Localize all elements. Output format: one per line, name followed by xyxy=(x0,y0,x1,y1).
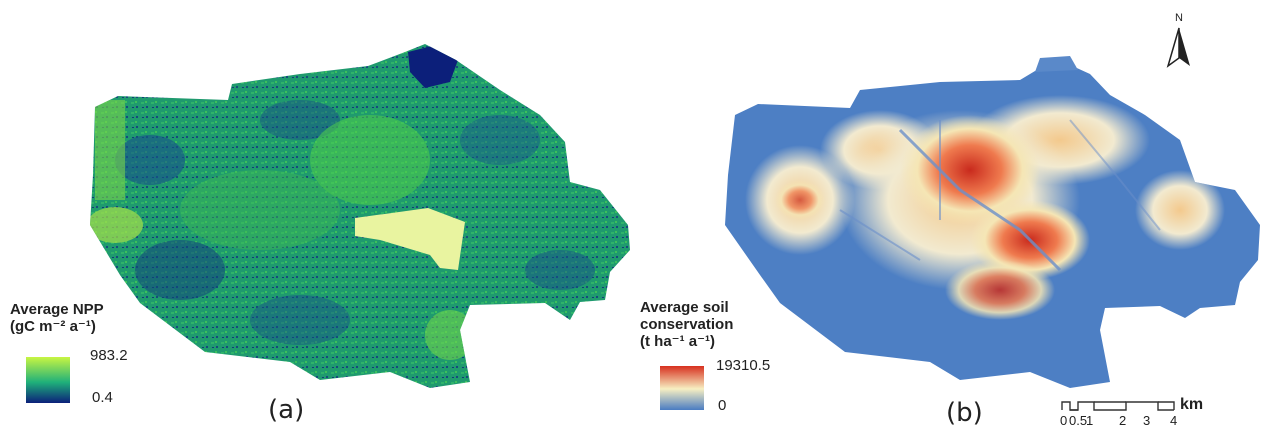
npp-legend-title-line2: (gC m⁻² a⁻¹) xyxy=(10,318,96,335)
npp-map-area xyxy=(90,44,630,388)
soil-legend-min: 0 xyxy=(718,397,727,414)
soil-legend-title-line1: Average soil xyxy=(640,299,729,316)
soil-legend-title-line2: conservation xyxy=(640,316,734,333)
npp-legend-min: 0.4 xyxy=(92,389,113,406)
panel-label-b: (b) xyxy=(946,398,983,428)
scale-bar-tick-3: 3 xyxy=(1143,413,1151,428)
scale-bar-tick-0-5: 0.5 xyxy=(1069,413,1088,428)
soil-conservation-map-area xyxy=(725,64,1260,388)
soil-conservation-map xyxy=(725,56,1260,388)
soil-legend-title: Average soil conservation (t ha⁻¹ a⁻¹) xyxy=(640,299,733,350)
npp-legend-max: 983.2 xyxy=(90,347,128,364)
scale-bar-tick-0: 0 xyxy=(1060,413,1068,428)
scale-bar-tick-2: 2 xyxy=(1119,413,1127,428)
soil-conservation-map-panel: Average soil conservation (t ha⁻¹ a⁻¹) 1… xyxy=(640,0,1270,431)
soil-legend-max: 19310.5 xyxy=(716,357,771,374)
scale-bar-tick-1: 1 xyxy=(1086,413,1094,428)
north-arrow-icon xyxy=(1166,27,1190,68)
npp-legend-title-line1: Average NPP xyxy=(10,301,104,318)
scale-bar xyxy=(1061,401,1175,411)
north-arrow-label: N xyxy=(1175,12,1183,24)
npp-legend-colorbar xyxy=(26,357,70,403)
npp-map-panel: Average NPP (gC m⁻² a⁻¹) 983.2 0.4 (a) xyxy=(10,44,630,425)
soil-legend-title-line3: (t ha⁻¹ a⁻¹) xyxy=(640,333,715,350)
npp-map xyxy=(90,44,630,388)
scale-bar-unit: km xyxy=(1180,396,1204,413)
scale-bar-tick-4: 4 xyxy=(1170,413,1178,428)
soil-legend-colorbar xyxy=(660,366,704,410)
npp-legend-title: Average NPP (gC m⁻² a⁻¹) xyxy=(10,301,104,335)
panel-label-a: (a) xyxy=(268,395,305,425)
